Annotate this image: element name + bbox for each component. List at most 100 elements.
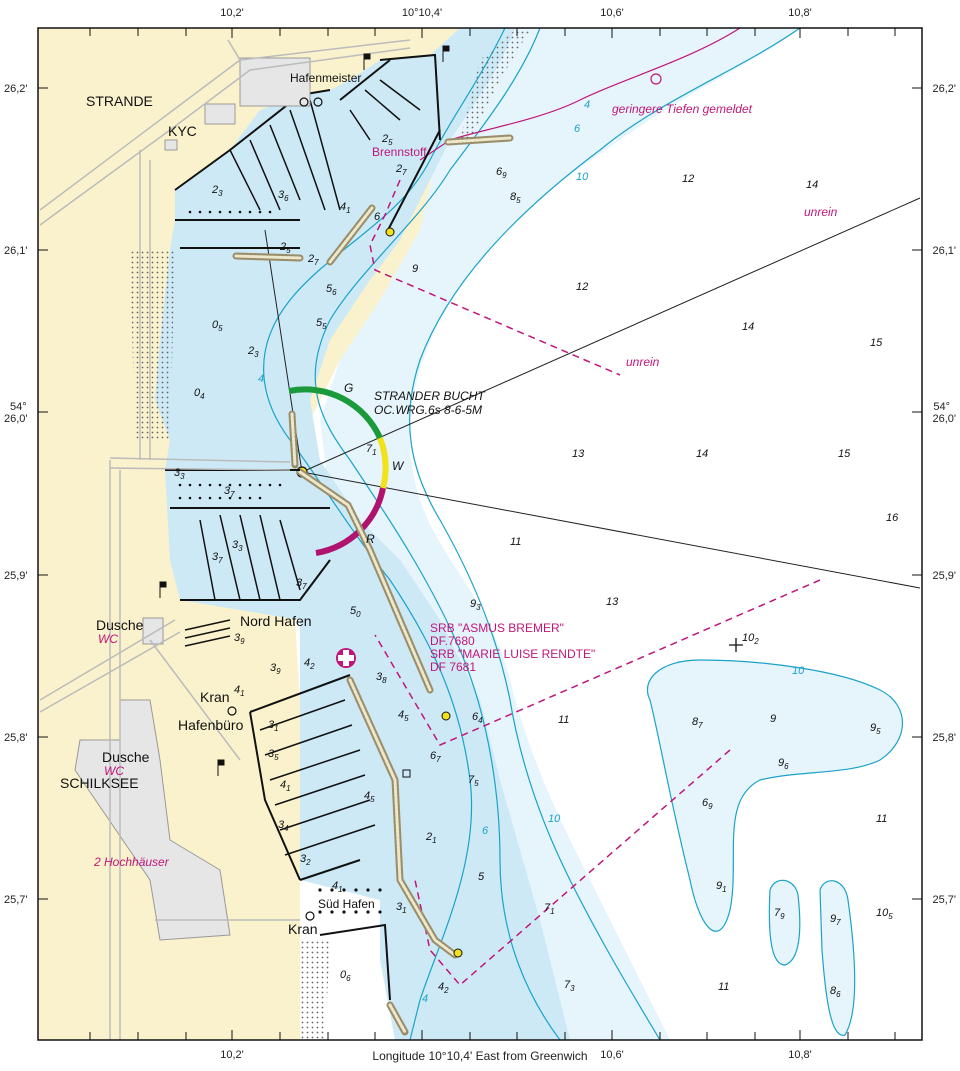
sounding: 11 xyxy=(510,536,521,548)
sounding: 91 xyxy=(716,880,727,894)
sounding: 75 xyxy=(468,774,479,788)
sounding: 50 xyxy=(350,605,361,619)
light-name: STRANDER BUCHT xyxy=(374,389,486,403)
light-char: OC.WRG.6s 8-6-5M xyxy=(374,403,482,417)
right-tick-2: 26,1' xyxy=(932,245,956,257)
sounding: 95 xyxy=(870,722,881,736)
note-df-1: DF.7680 xyxy=(430,634,475,648)
sounding: 5 xyxy=(478,871,485,883)
sector-line-1 xyxy=(301,197,921,473)
place-dusche-1: Dusche xyxy=(96,617,144,633)
sounding: 13 xyxy=(572,448,585,460)
sounding: 97 xyxy=(830,913,841,927)
sounding: 15 xyxy=(838,448,851,460)
sounding: 12 xyxy=(682,173,694,185)
note-unrein-2: unrein xyxy=(626,355,660,369)
sounding: 6 xyxy=(374,211,381,223)
place-schilksee: SCHILKSEE xyxy=(60,775,139,791)
right-tick-6: 25,8' xyxy=(932,732,956,744)
contour-6 xyxy=(314,27,561,1041)
right-tick-5: 25,9' xyxy=(932,570,956,582)
sounding: 31 xyxy=(268,719,279,733)
note-geringere: geringere Tiefen gemeldet xyxy=(612,102,753,116)
contour-label-10a: 10 xyxy=(576,171,589,183)
sector-r-label: R xyxy=(366,532,375,546)
sounding: 41 xyxy=(340,201,351,215)
left-tick-7: 25,7' xyxy=(4,894,28,906)
sounding: 11 xyxy=(718,981,729,993)
beach-west xyxy=(130,250,175,440)
note-srb-2: SRB "MARIE LUISE RENDTE" xyxy=(430,647,595,661)
top-tick-1: 10,2' xyxy=(220,7,244,19)
beach-north xyxy=(460,30,530,140)
place-wc-2: WC xyxy=(104,764,124,778)
top-tick-2: 10°10,4' xyxy=(402,7,442,19)
contour-label-10b: 10 xyxy=(792,665,805,677)
roads xyxy=(39,39,411,1040)
left-tick-3: 54° xyxy=(10,401,27,413)
sector-arc-green xyxy=(288,386,383,440)
sounding: 33 xyxy=(232,539,243,553)
sounding: 96 xyxy=(778,757,789,771)
building-hochhaeuser xyxy=(74,699,231,941)
sounding: 67 xyxy=(430,750,441,764)
place-kran-2: Kran xyxy=(288,921,318,937)
sounding: 73 xyxy=(564,979,575,993)
sounding: 45 xyxy=(364,790,375,804)
place-wc-1: WC xyxy=(98,632,118,646)
left-tick-6: 25,8' xyxy=(4,732,28,744)
offshore-shoal-small-1 xyxy=(768,879,801,966)
sounding: 38 xyxy=(376,671,387,685)
sounding: 39 xyxy=(270,662,281,676)
sounding: 05 xyxy=(212,319,223,333)
sounding: 37 xyxy=(224,485,235,499)
note-unrein-1: unrein xyxy=(804,205,838,219)
sounding: 42 xyxy=(438,981,449,995)
sounding: 11 xyxy=(876,813,887,825)
sounding: 21 xyxy=(425,831,437,845)
place-sued-hafen: Süd Hafen xyxy=(318,897,375,911)
route-dashed-1 xyxy=(369,179,621,376)
crane-icons xyxy=(227,97,323,921)
sounding: 86 xyxy=(830,985,841,999)
sounding: 39 xyxy=(234,632,245,646)
place-hafenbuero: Hafenbüro xyxy=(178,717,244,733)
building-dusche xyxy=(142,617,164,645)
top-tick-3: 10,6' xyxy=(600,7,624,19)
place-hafenmeister: Hafenmeister xyxy=(290,71,361,85)
sounding: 79 xyxy=(774,907,785,921)
building-kyc xyxy=(164,139,178,151)
sounding: 16 xyxy=(886,512,899,524)
sounding: 33 xyxy=(174,467,185,481)
sounding: 36 xyxy=(278,189,289,203)
contour-magenta-shoal xyxy=(419,27,741,161)
sounding: 06 xyxy=(340,969,351,983)
sector-arc-white xyxy=(377,436,389,489)
offshore-shoal-small-2 xyxy=(819,880,856,1036)
bottom-tick-3: 10,8' xyxy=(788,1049,812,1061)
note-df-2: DF 7681 xyxy=(430,660,476,674)
sounding: 34 xyxy=(278,819,289,833)
sector-w-label: W xyxy=(392,459,405,473)
sounding: 42 xyxy=(304,657,315,671)
sector-g-label: G xyxy=(344,381,353,395)
sounding: 11 xyxy=(558,714,569,726)
contour-label-4c: 4 xyxy=(422,993,428,1005)
sounding: 45 xyxy=(398,709,409,723)
contour-label-4b: 4 xyxy=(258,373,264,385)
place-nord-hafen: Nord Hafen xyxy=(240,613,312,629)
contour-label-4a: 4 xyxy=(584,99,590,111)
note-srb-1: SRB "ASMUS BREMER" xyxy=(430,621,564,635)
building-1 xyxy=(204,103,236,125)
right-tick-7: 25,7' xyxy=(932,894,956,906)
sector-line-2 xyxy=(301,471,921,589)
place-brennstoff: Brennstoff xyxy=(372,145,427,159)
sounding: 69 xyxy=(702,797,713,811)
contour-label-10c: 10 xyxy=(548,813,561,825)
place-strande: STRANDE xyxy=(86,93,153,109)
bottom-tick-2: 10,6' xyxy=(600,1049,624,1061)
rescue-station-icon xyxy=(336,648,356,668)
sounding: 41 xyxy=(280,779,291,793)
